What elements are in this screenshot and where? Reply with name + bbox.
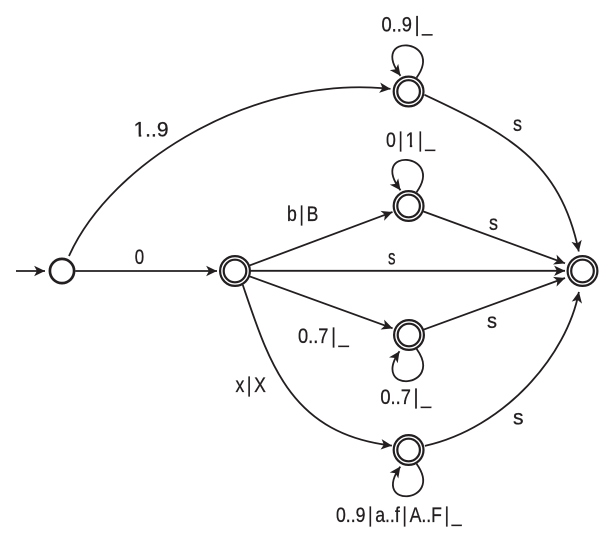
svg-text:0..9|a..f|A..F|_: 0..9|a..f|A..F|_ [336,503,462,527]
svg-text:x|X: x|X [236,373,266,397]
svg-text:0..7|_: 0..7|_ [298,325,350,349]
svg-text:0|1|_: 0|1|_ [386,128,436,152]
svg-text:s: s [388,246,396,270]
svg-text:s: s [513,406,524,430]
svg-text:0..9|_: 0..9|_ [382,13,434,37]
svg-text:0: 0 [135,245,144,269]
svg-text:s: s [487,309,497,333]
svg-text:s: s [489,211,498,235]
svg-text:0..7|_: 0..7|_ [380,386,432,410]
svg-text:b|B: b|B [287,202,318,226]
svg-text:s: s [513,112,522,136]
svg-text:1..9: 1..9 [134,118,169,142]
